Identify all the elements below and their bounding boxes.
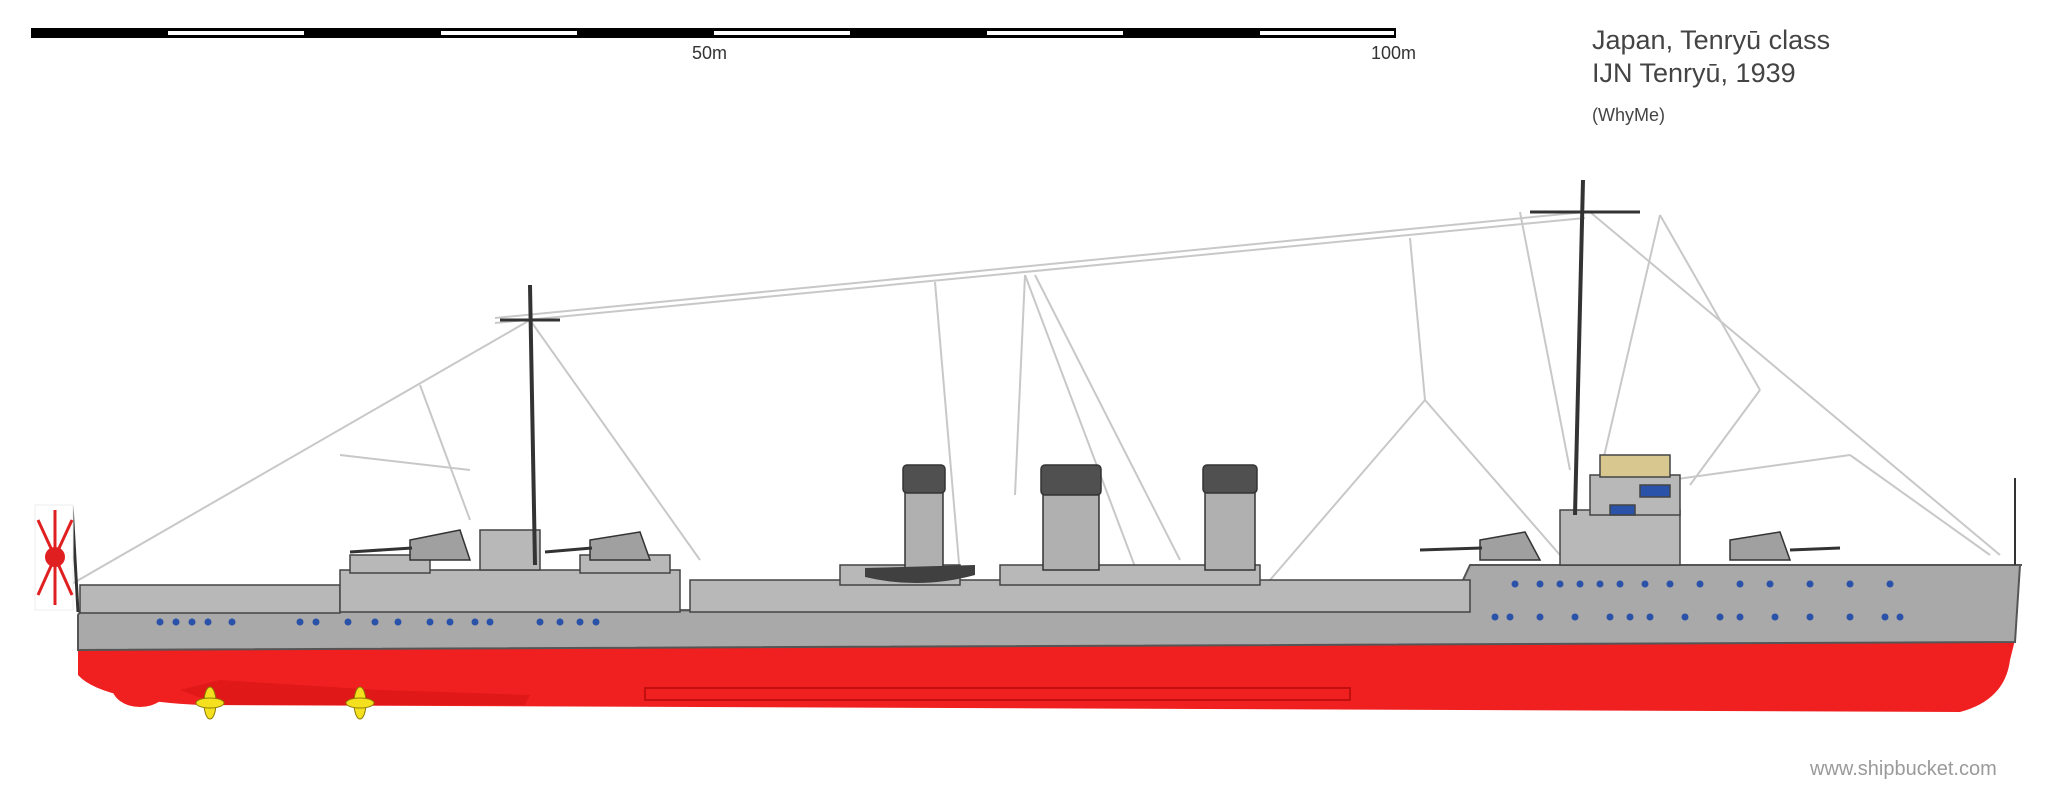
ship-name-year: IJN Tenryū, 1939 xyxy=(1592,58,1796,88)
scale-label-100m: 100m xyxy=(1371,43,1417,63)
ship-class-title: Japan, Tenryū class xyxy=(1592,25,1831,55)
author-credit: (WhyMe) xyxy=(1592,105,1665,125)
scale-bar xyxy=(31,28,1396,38)
hull-underwater xyxy=(78,640,2015,712)
funnels xyxy=(902,464,1258,571)
aft-main-guns xyxy=(349,529,652,561)
bilge-keel xyxy=(644,687,1351,701)
masts xyxy=(500,179,1640,566)
propellers xyxy=(195,686,375,720)
rudder xyxy=(112,667,168,707)
ships-boat xyxy=(865,565,975,584)
midship-deck xyxy=(689,564,1471,613)
rigging-lines xyxy=(69,211,2001,586)
bridge-superstructure xyxy=(1559,454,1681,566)
watermark: www.shipbucket.com xyxy=(1810,758,1997,780)
fwd-main-guns xyxy=(1419,531,1841,561)
scale-label-50m: 50m xyxy=(692,43,728,63)
rising-sun-ensign xyxy=(34,504,80,613)
